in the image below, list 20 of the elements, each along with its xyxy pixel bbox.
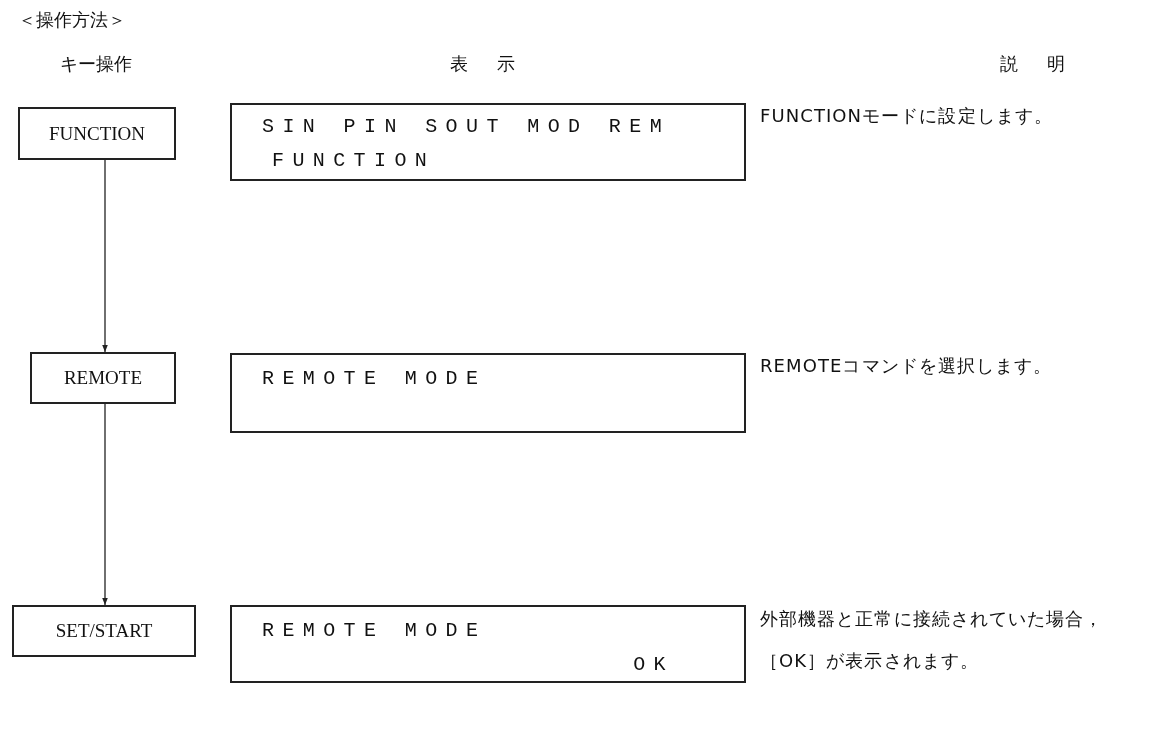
display-text: SIN PIN SOUT MOD REM: [262, 115, 671, 138]
description-text: FUNCTIONモードに設定します。: [760, 104, 1054, 128]
column-heading: キー操作: [60, 52, 133, 76]
column-heading: 表示: [450, 52, 545, 76]
display-screen: [230, 353, 746, 433]
section-heading: ＜操作方法＞: [18, 8, 126, 32]
key-button: REMOTE: [30, 352, 176, 404]
key-button: SET/START: [12, 605, 196, 657]
display-text: REMOTE MODE: [262, 619, 487, 642]
arrow: [102, 159, 108, 353]
key-button: FUNCTION: [18, 107, 176, 160]
column-heading: 説明: [1000, 52, 1095, 76]
description-text: REMOTEコマンドを選択します。: [760, 354, 1054, 378]
arrow: [102, 403, 108, 606]
display-screen: [230, 605, 746, 683]
description-text: 外部機器と正常に接続されていた場合，［OK］が表示されます。: [760, 607, 1105, 673]
display-text: FUNCTION: [272, 149, 436, 172]
display-screen: [230, 103, 746, 181]
display-text: OK: [633, 653, 674, 676]
display-text: REMOTE MODE: [262, 367, 487, 390]
